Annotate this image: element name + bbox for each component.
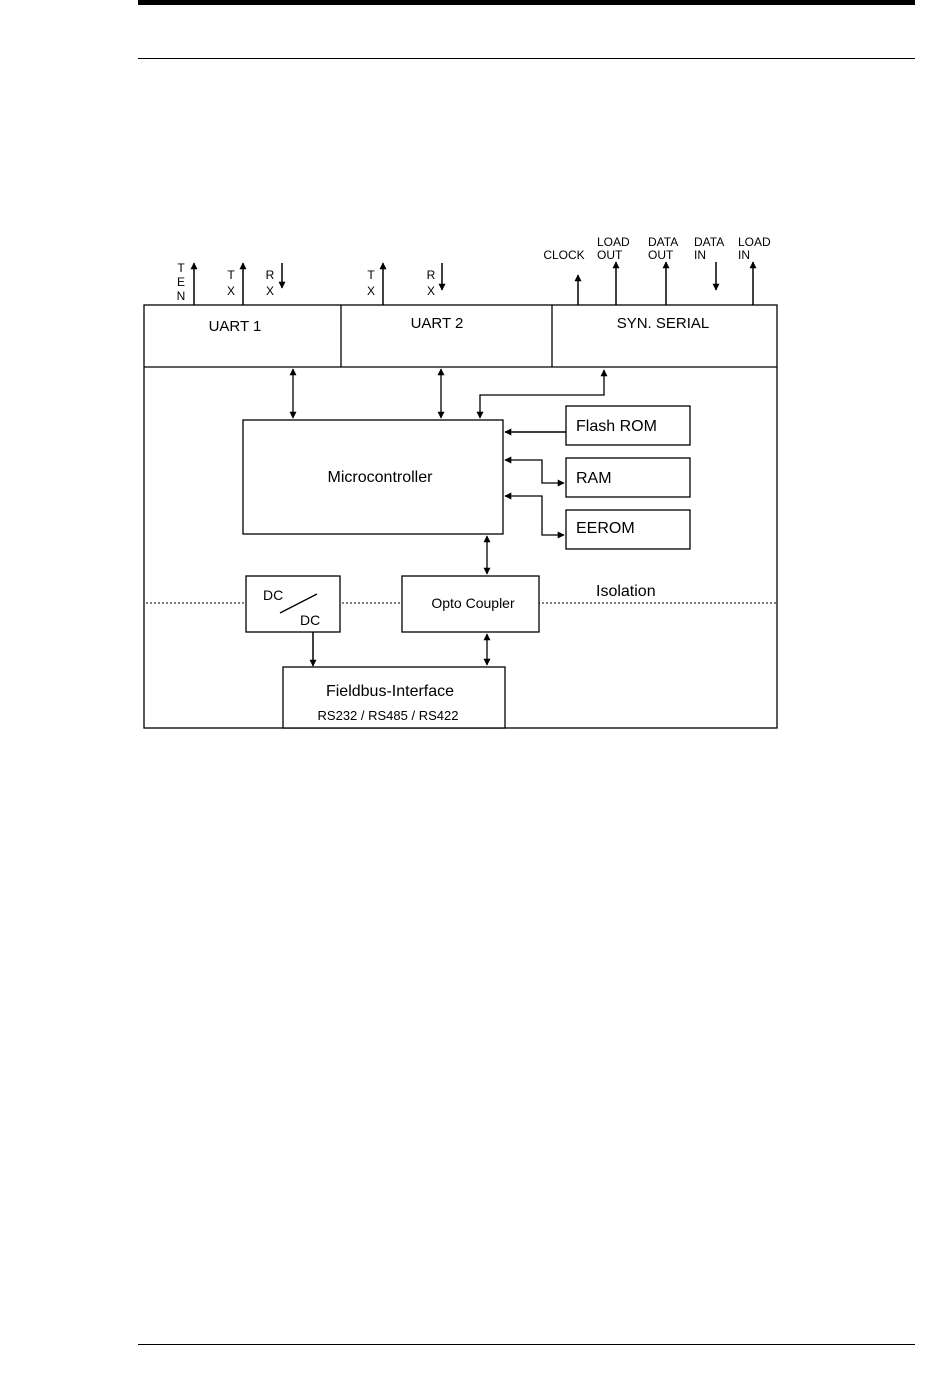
- data-in-label-2: IN: [694, 248, 706, 262]
- uart2-label: UART 2: [411, 315, 464, 332]
- uart1-ten-label-e: E: [177, 275, 185, 289]
- uart2-rx-label-x: X: [427, 284, 435, 298]
- load-in-label-1: LOAD: [738, 235, 771, 249]
- isolation-label: Isolation: [596, 583, 656, 600]
- flash-rom-label: Flash ROM: [576, 418, 657, 435]
- data-in-label-1: DATA: [694, 235, 724, 249]
- ram-label: RAM: [576, 470, 612, 487]
- uart1-tx-label-x: X: [227, 284, 235, 298]
- eerom-mcu-link: [505, 496, 564, 535]
- opto-coupler-label: Opto Coupler: [431, 595, 515, 611]
- syn-serial-label: SYN. SERIAL: [617, 315, 710, 332]
- uart2-tx-label-t: T: [367, 268, 375, 282]
- uart1-rx-label-r: R: [266, 268, 275, 282]
- dc-out-label: DC: [300, 612, 320, 628]
- load-out-label-1: LOAD: [597, 235, 630, 249]
- load-out-label-2: OUT: [597, 248, 623, 262]
- ram-mcu-link: [505, 460, 564, 483]
- data-out-label-2: OUT: [648, 248, 674, 262]
- data-out-label-1: DATA: [648, 235, 678, 249]
- uart1-rx-label-x: X: [266, 284, 274, 298]
- dc-dc-block: [246, 576, 340, 632]
- uart1-ten-label-n: N: [177, 289, 186, 303]
- uart1-tx-label-t: T: [227, 268, 235, 282]
- eerom-label: EEROM: [576, 520, 635, 537]
- uart1-ten-label-t: T: [177, 261, 185, 275]
- clock-label: CLOCK: [543, 248, 584, 262]
- uart1-label: UART 1: [209, 318, 262, 335]
- uart2-tx-label-x: X: [367, 284, 375, 298]
- load-in-label-2: IN: [738, 248, 750, 262]
- fieldbus-subtitle: RS232 / RS485 / RS422: [318, 708, 459, 723]
- fieldbus-title: Fieldbus-Interface: [326, 683, 454, 700]
- microcontroller-label: Microcontroller: [328, 469, 434, 486]
- uart2-rx-label-r: R: [427, 268, 436, 282]
- dc-in-label: DC: [263, 587, 283, 603]
